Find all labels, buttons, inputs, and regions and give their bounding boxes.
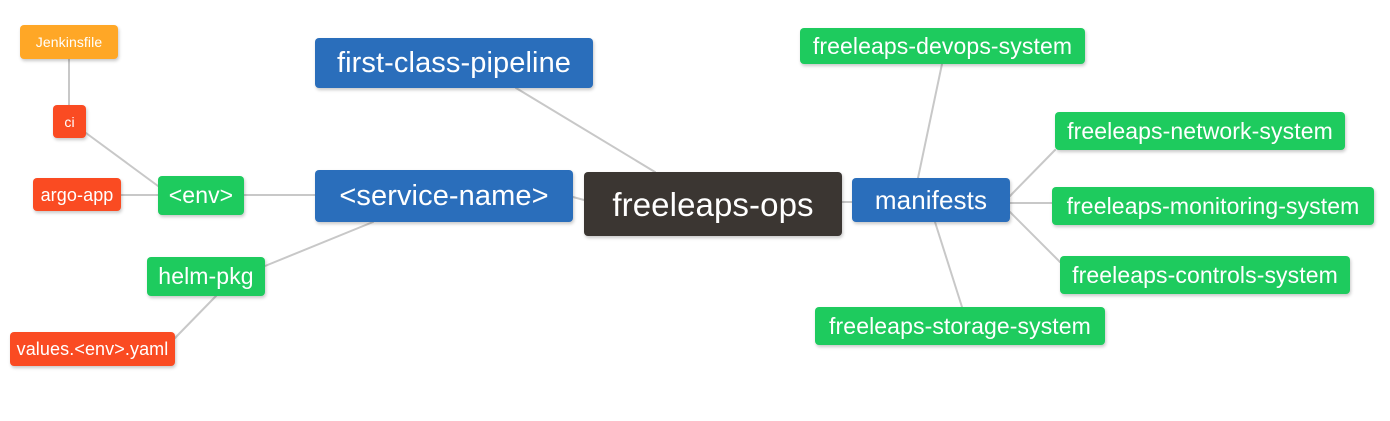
edge-pipeline-to-freeleaps-ops: [515, 87, 656, 173]
node-monitoring[interactable]: freeleaps-monitoring-system: [1052, 187, 1374, 225]
node-env[interactable]: <env>: [158, 176, 244, 215]
node-argo-app[interactable]: argo-app: [33, 178, 121, 211]
node-storage[interactable]: freeleaps-storage-system: [815, 307, 1105, 345]
node-values-yaml[interactable]: values.<env>.yaml: [10, 332, 175, 366]
node-freeleaps-ops[interactable]: freeleaps-ops: [584, 172, 842, 236]
node-devops[interactable]: freeleaps-devops-system: [800, 28, 1085, 64]
edge-service-name-to-freeleaps-ops: [572, 196, 585, 201]
node-pipeline[interactable]: first-class-pipeline: [315, 38, 593, 88]
edge-helm-pkg-to-service-name: [264, 221, 374, 267]
edge-values-yaml-to-helm-pkg: [174, 295, 217, 339]
node-network[interactable]: freeleaps-network-system: [1055, 112, 1345, 150]
node-ci[interactable]: ci: [53, 105, 86, 138]
node-helm-pkg[interactable]: helm-pkg: [147, 257, 265, 296]
node-manifests[interactable]: manifests: [852, 178, 1010, 222]
node-controls[interactable]: freeleaps-controls-system: [1060, 256, 1350, 294]
node-jenkinsfile[interactable]: Jenkinsfile: [20, 25, 118, 59]
edge-storage-to-manifests: [934, 221, 963, 308]
edge-devops-to-manifests: [917, 63, 943, 179]
edge-network-to-manifests: [1009, 149, 1056, 197]
node-service-name[interactable]: <service-name>: [315, 170, 573, 222]
